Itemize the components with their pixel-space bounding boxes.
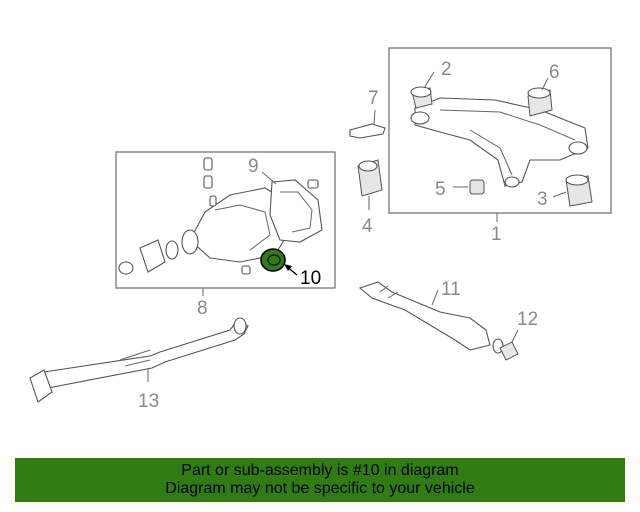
subframe-box — [388, 47, 612, 214]
subframe-assembly-group: 1 2 3 5 6 — [388, 47, 612, 245]
callout-11: 11 — [441, 279, 461, 300]
flange-drawing — [118, 239, 166, 275]
subframe-drawing — [410, 97, 589, 188]
callout-4: 4 — [362, 216, 373, 237]
seal-10-drawing — [260, 248, 286, 272]
callout-5: 5 — [435, 179, 446, 200]
differential-box — [115, 151, 336, 289]
callout-2: 2 — [441, 59, 452, 80]
notice-banner: Part or sub-assembly is #10 in diagram D… — [15, 458, 625, 502]
mount-3-drawing — [565, 174, 593, 207]
nut-12-group: 12 — [499, 309, 538, 361]
banner-line-1: Part or sub-assembly is #10 in diagram — [181, 462, 459, 479]
cover-plate-9-drawing — [269, 179, 323, 243]
callout-9: 9 — [248, 156, 259, 177]
bracket-7-group: 7 — [349, 88, 386, 139]
callout-3: 3 — [537, 189, 548, 210]
driveshaft-group: 13 — [29, 317, 249, 412]
callout-7: 7 — [368, 88, 379, 109]
callout-13: 13 — [138, 391, 159, 412]
callout-1: 1 — [491, 224, 502, 245]
differential-housing-drawing — [165, 187, 291, 263]
callout-12: 12 — [517, 309, 538, 330]
banner-line-2: Diagram may not be specific to your vehi… — [165, 480, 475, 497]
differential-group: 8 9 10 — [115, 151, 336, 319]
callout-10: 10 — [300, 268, 321, 289]
mount-4-group: 4 — [357, 159, 383, 237]
callout-8: 8 — [197, 298, 208, 319]
studs-drawing — [203, 157, 319, 275]
bushing-2-drawing — [410, 86, 433, 109]
callout-6: 6 — [549, 62, 560, 83]
bushing-6-drawing — [527, 87, 553, 117]
stop-5-drawing — [469, 179, 485, 195]
axle-shaft-group: 11 — [358, 279, 504, 354]
